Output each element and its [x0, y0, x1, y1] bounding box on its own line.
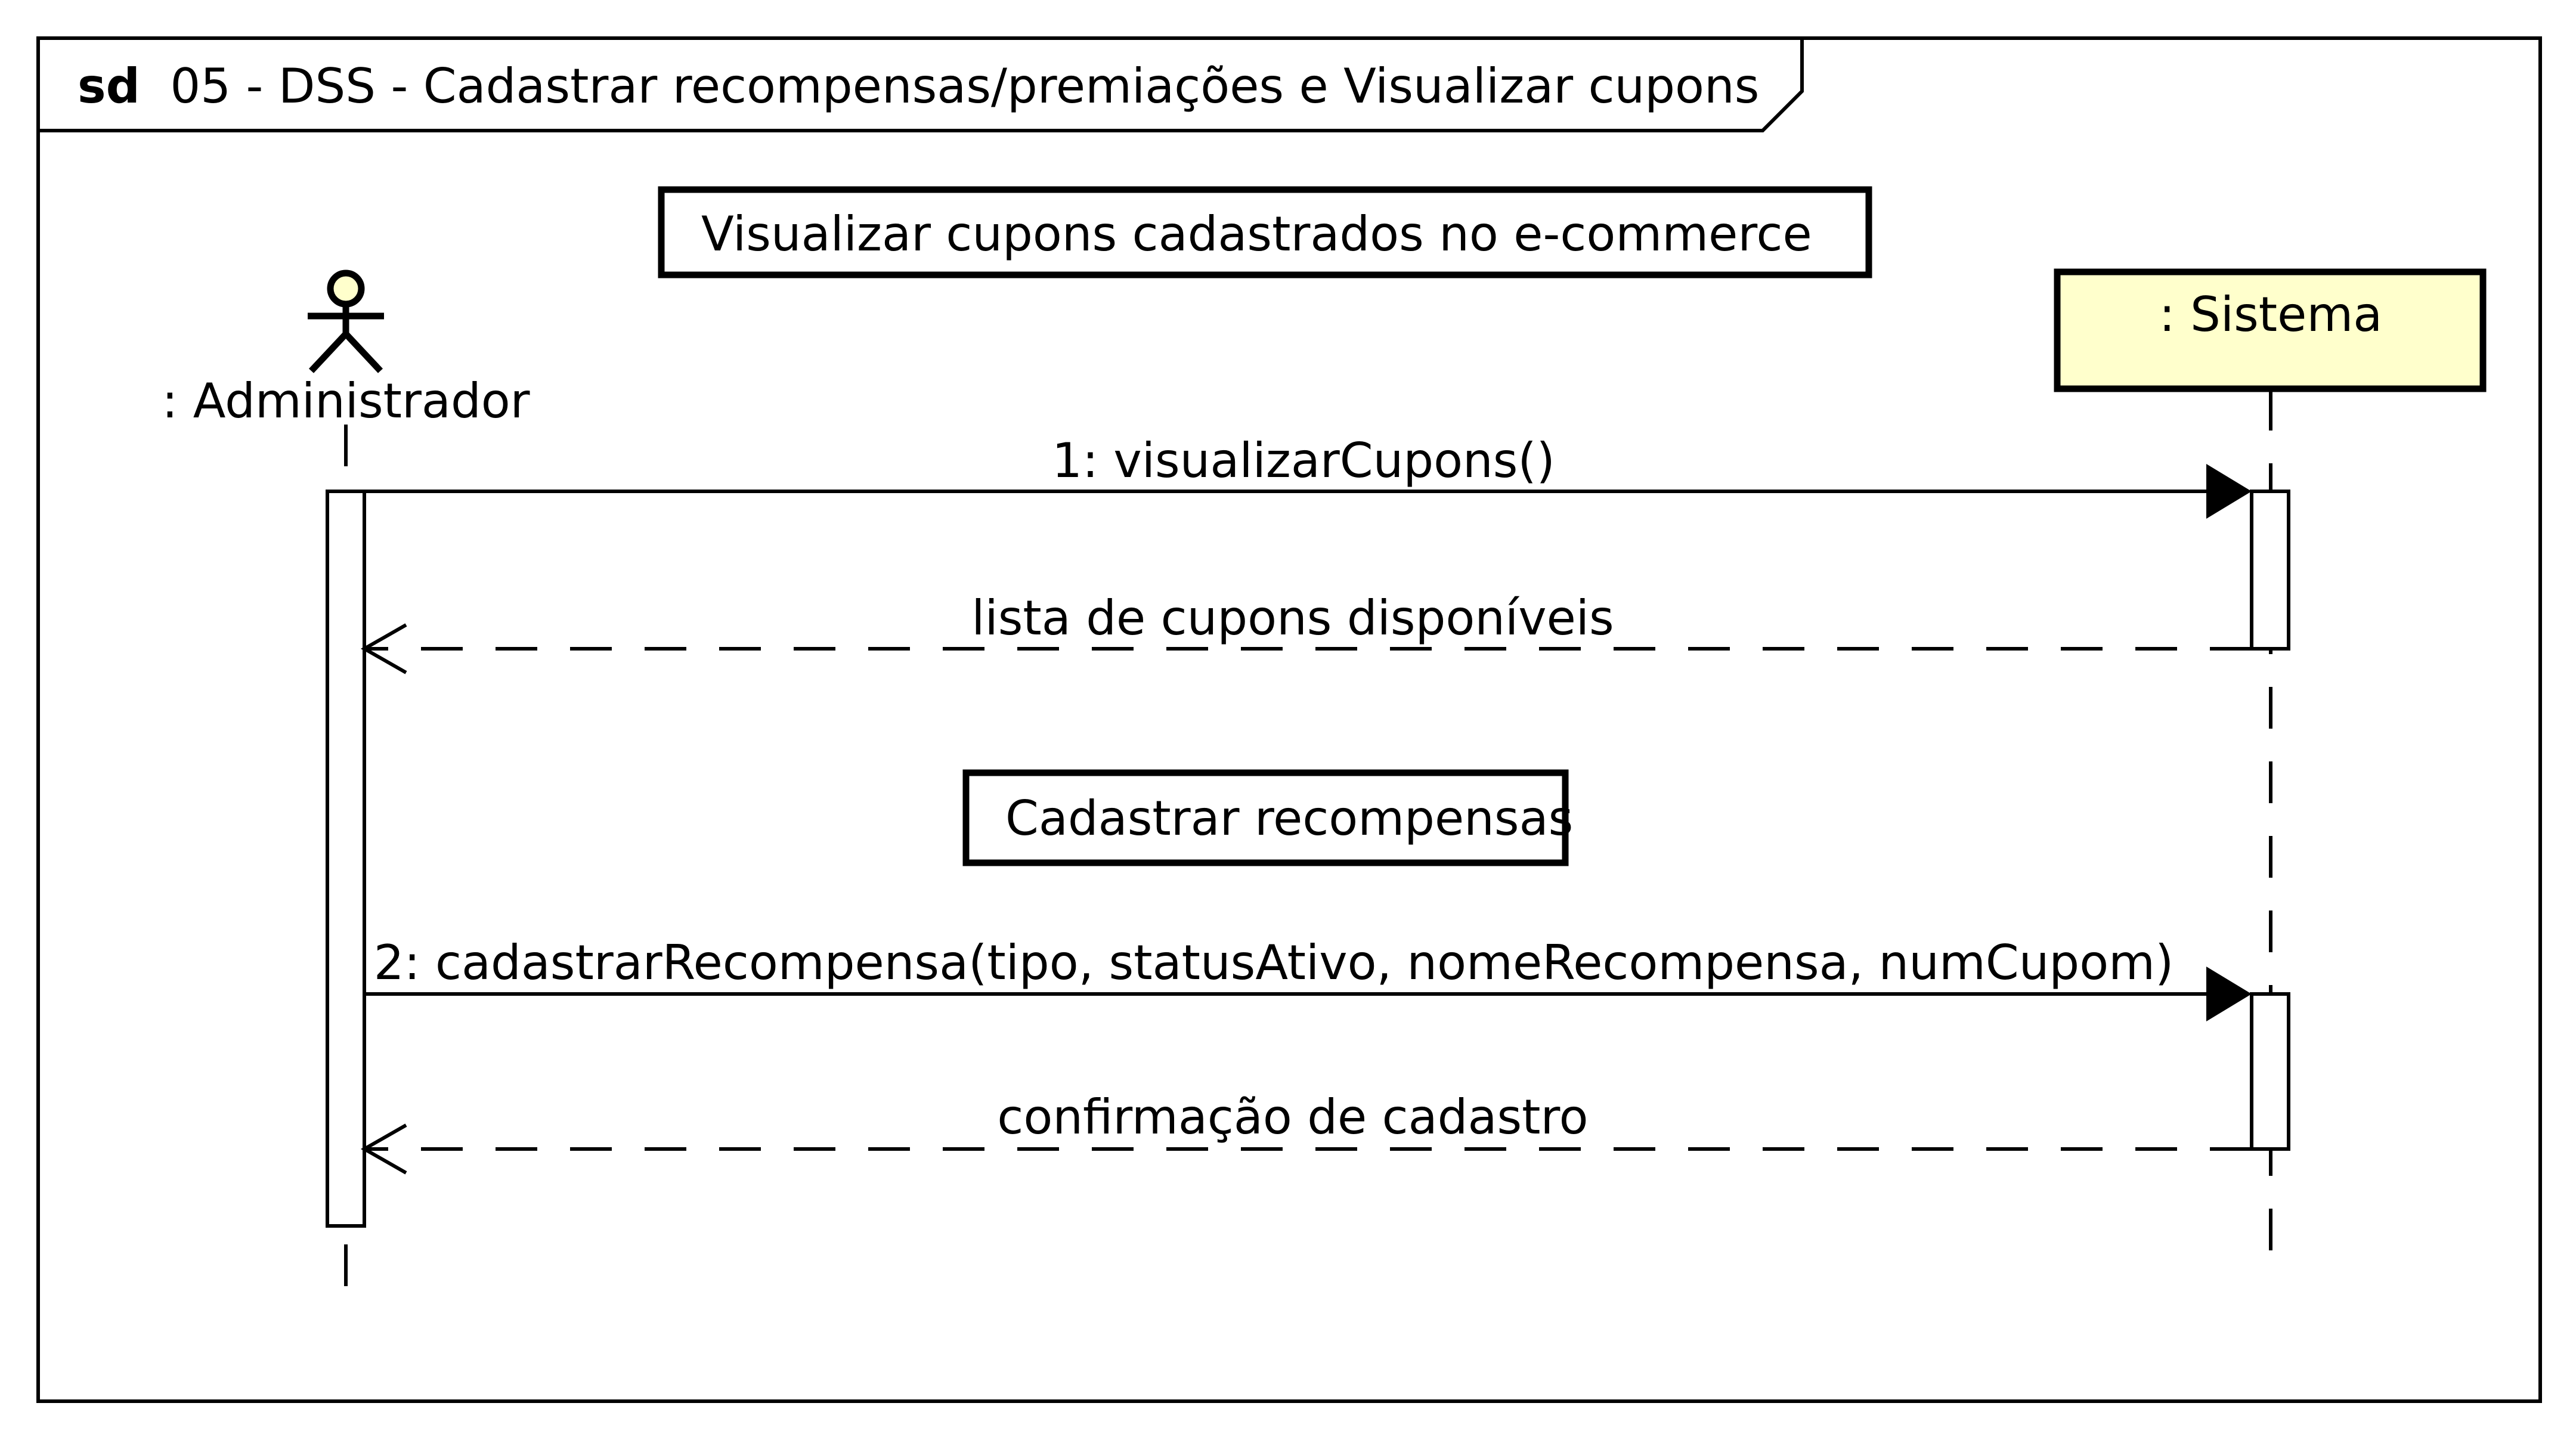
message-4-arrowhead-icon — [360, 1123, 407, 1175]
message-1-arrowhead-icon — [2206, 464, 2252, 519]
system-activation-bar-2 — [2250, 992, 2290, 1151]
note-register-rewards — [962, 769, 1569, 866]
note-register-rewards-label: Cadastrar recompensas — [1005, 791, 1573, 846]
message-3-arrowhead-icon — [2206, 967, 2252, 1021]
system-activation-bar-1 — [2250, 490, 2290, 651]
frame-title: sd 05 - DSS - Cadastrar recompensas/prem… — [78, 58, 1759, 114]
note-view-coupons — [658, 186, 1872, 278]
stick-figure-actor-icon — [308, 270, 384, 373]
actor-label: : Administrador — [162, 373, 530, 429]
message-4-label: confirmação de cadastro — [997, 1089, 1588, 1145]
actor-activation-bar — [326, 490, 366, 1228]
message-2-arrowhead-icon — [360, 623, 407, 674]
message-1-label: 1: visualizarCupons() — [1052, 433, 1555, 488]
frame-title-tab — [38, 38, 1804, 132]
frame-keyword: sd — [78, 58, 140, 114]
frame-title-text: 05 - DSS - Cadastrar recompensas/premiaç… — [170, 58, 1759, 114]
system-label: : Sistema — [2159, 287, 2383, 342]
system-lifeline-head — [2054, 268, 2487, 392]
message-3-label: 2: cadastrarRecompensa(tipo, statusAtivo… — [374, 935, 2174, 990]
message-2-label: lista de cupons disponíveis — [971, 590, 1614, 646]
note-view-coupons-label: Visualizar cupons cadastrados no e-comme… — [701, 206, 1812, 262]
